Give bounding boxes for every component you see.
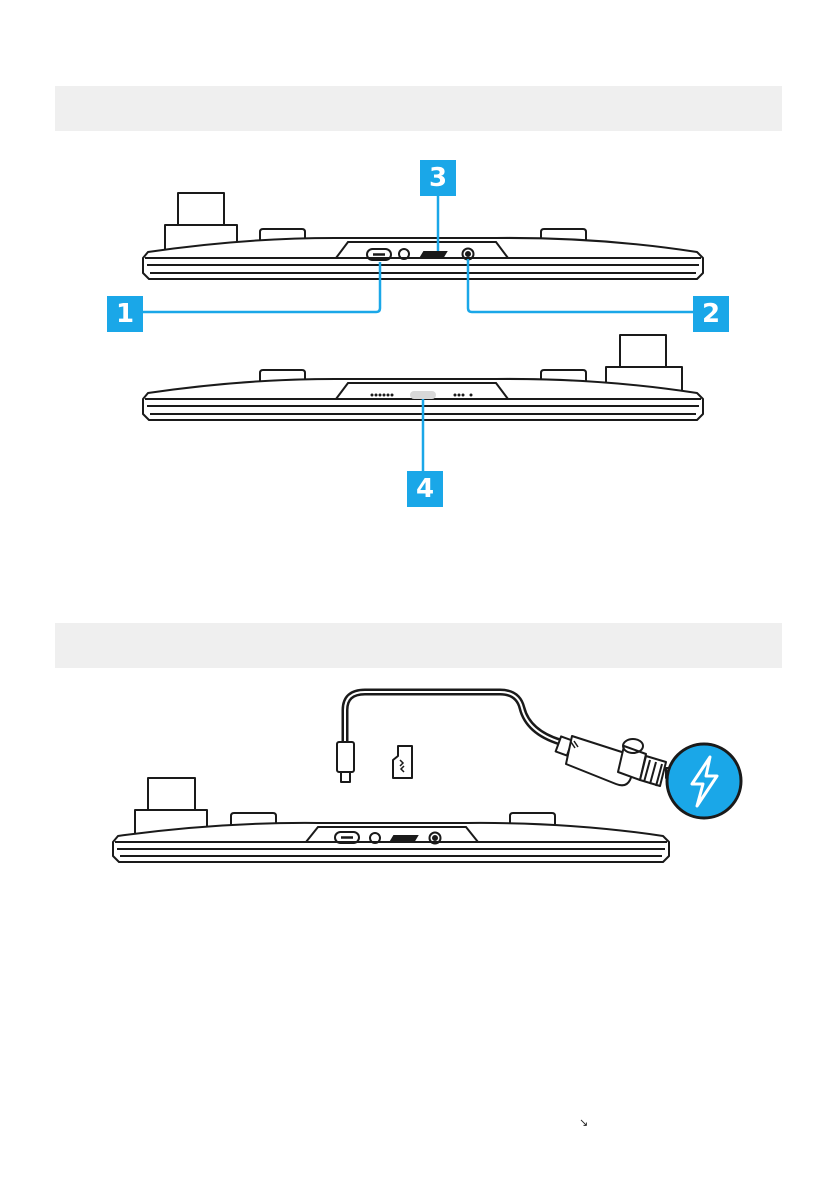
power-cable [345, 692, 560, 745]
callout-badge-4: 4 [407, 471, 443, 507]
power-connection-diagram [0, 680, 839, 880]
callout-badge-1: 1 [107, 296, 143, 332]
corner-arrow-glyph: ↘ [579, 1116, 588, 1129]
mount-knob [620, 335, 666, 367]
mount-knob [148, 778, 195, 810]
device-top-view [0, 185, 839, 305]
lightning-bolt-icon [667, 744, 741, 818]
card-slot [421, 252, 446, 257]
callout-badge-2: 2 [693, 296, 729, 332]
indicator-light [410, 391, 436, 399]
car-charger-icon [556, 736, 678, 786]
mount-knob [178, 193, 224, 225]
card-slot [391, 836, 417, 841]
callout-badge-3: 3 [420, 160, 456, 196]
usb-plug [337, 742, 354, 772]
section-header-band-1 [55, 86, 782, 131]
device-bottom-view [0, 330, 839, 480]
section-header-band-2 [55, 623, 782, 668]
